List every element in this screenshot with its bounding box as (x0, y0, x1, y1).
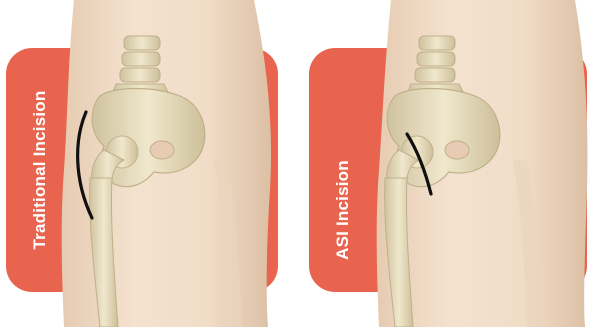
traditional-incision-panel: Traditional Incision (4, 0, 286, 327)
asi-incision-label: ASI Incision (333, 160, 353, 260)
traditional-incision-label: Traditional Incision (30, 91, 50, 250)
obturator-foramen (445, 141, 469, 159)
asi-incision-panel: ASI Incision (307, 0, 589, 327)
obturator-foramen (150, 141, 174, 159)
